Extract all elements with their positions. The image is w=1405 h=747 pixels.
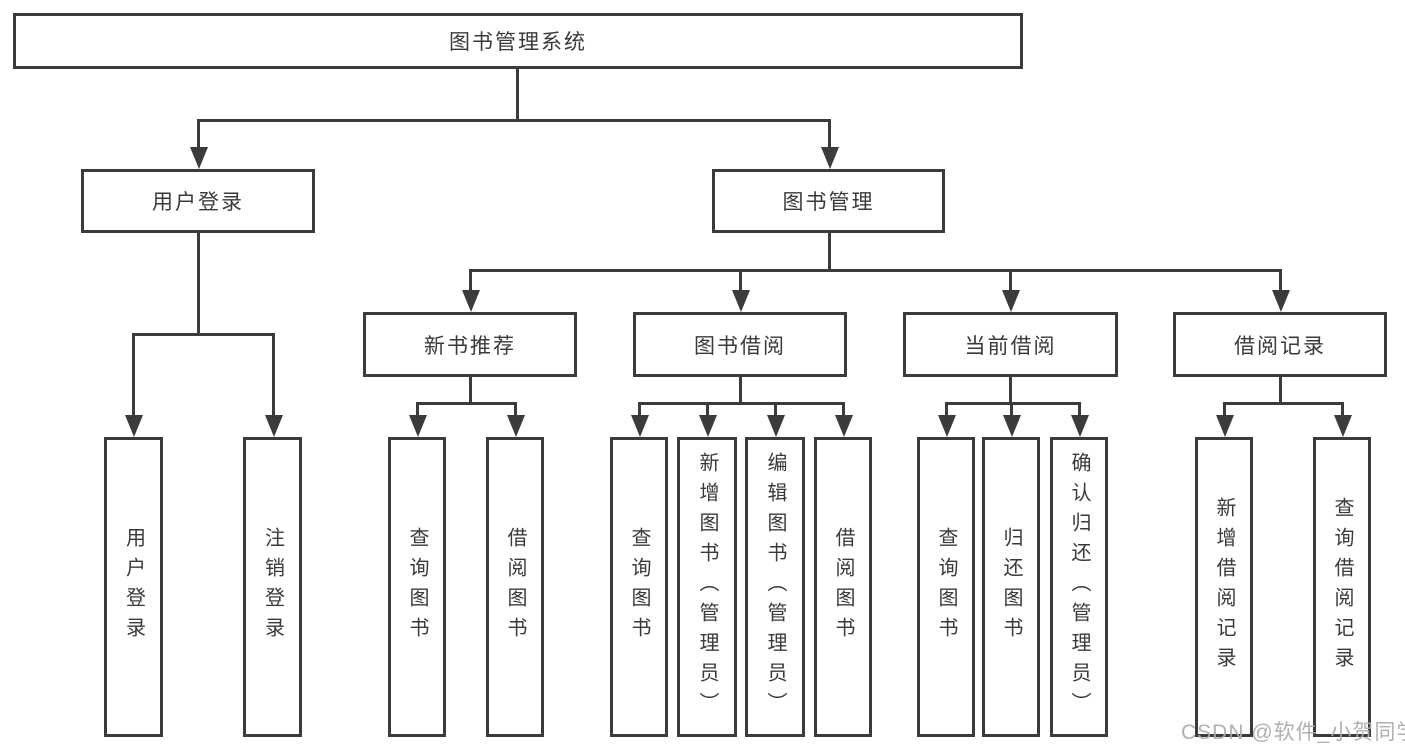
- leaf-label: 借阅图书: [832, 527, 854, 647]
- connector-line: [828, 119, 831, 149]
- connector-line: [469, 269, 1282, 272]
- arrow-down-icon: [507, 415, 525, 437]
- leaf-label: 用户登录: [122, 527, 145, 647]
- leaf-label: 注销登录: [261, 527, 284, 647]
- connector-line: [416, 402, 419, 417]
- connector-line: [1341, 402, 1344, 417]
- leaf-label: 借阅图书: [504, 527, 526, 647]
- node-label: 借阅记录: [1234, 334, 1326, 358]
- connector-line: [469, 269, 472, 292]
- leaf-label: 查询借阅记录: [1331, 497, 1353, 677]
- connector-line: [416, 402, 517, 405]
- leaf-borrow-books-recommend: 借阅图书: [486, 437, 544, 737]
- node-library-management-system: 图书管理系统: [13, 13, 1023, 69]
- node-book-management: 图书管理: [712, 169, 945, 233]
- leaf-query-borrow-record: 查询借阅记录: [1313, 437, 1371, 737]
- node-borrowing-records: 借阅记录: [1173, 312, 1387, 377]
- connector-line: [945, 402, 948, 417]
- arrow-down-icon: [1216, 415, 1234, 437]
- connector-line: [197, 119, 831, 122]
- arrow-down-icon: [1272, 290, 1290, 312]
- node-label: 图书管理系统: [449, 31, 587, 54]
- connector-line: [1223, 402, 1226, 417]
- leaf-edit-books-admin: 编辑图书（管理员）: [745, 437, 805, 737]
- leaf-label: 新增借阅记录: [1213, 497, 1235, 677]
- connector-line: [132, 333, 275, 336]
- arrow-down-icon: [1003, 415, 1021, 437]
- arrow-down-icon: [821, 147, 839, 169]
- arrow-down-icon: [835, 415, 853, 437]
- arrow-down-icon: [1334, 415, 1352, 437]
- connector-line: [132, 333, 135, 417]
- arrow-down-icon: [767, 415, 785, 437]
- connector-line: [1279, 377, 1282, 405]
- node-label: 用户登录: [152, 191, 244, 214]
- connector-line: [1078, 402, 1081, 417]
- connector-line: [739, 269, 742, 292]
- connector-line: [638, 402, 641, 417]
- arrow-down-icon: [125, 415, 143, 437]
- connector-line: [197, 119, 200, 149]
- arrow-down-icon: [938, 415, 956, 437]
- connector-line: [1009, 377, 1012, 405]
- leaf-confirm-return-admin: 确认归还（管理员）: [1050, 437, 1108, 737]
- connector-line: [828, 233, 831, 272]
- leaf-query-books-recommend: 查询图书: [388, 437, 446, 737]
- connector-line: [1009, 269, 1012, 292]
- connector-line: [774, 402, 777, 417]
- connector-line: [1010, 402, 1013, 417]
- arrow-down-icon: [699, 415, 717, 437]
- node-new-book-recommend: 新书推荐: [363, 312, 577, 377]
- node-label: 新书推荐: [424, 334, 516, 358]
- connector-line: [739, 377, 742, 405]
- leaf-label: 查询图书: [935, 527, 957, 647]
- leaf-label: 查询图书: [628, 527, 650, 647]
- arrow-down-icon: [1071, 415, 1089, 437]
- leaf-query-books-borrowing: 查询图书: [610, 437, 668, 737]
- connector-line: [516, 69, 519, 121]
- arrow-down-icon: [265, 415, 283, 437]
- node-label: 图书借阅: [694, 334, 786, 358]
- arrow-down-icon: [190, 147, 208, 169]
- connector-line: [197, 233, 200, 335]
- connector-line: [469, 377, 472, 405]
- node-book-borrowing: 图书借阅: [633, 312, 847, 377]
- leaf-borrow-books-borrowing: 借阅图书: [814, 437, 872, 737]
- node-current-borrowing: 当前借阅: [903, 312, 1118, 377]
- watermark: CSDN @软件_小贺同学: [1181, 721, 1405, 744]
- leaf-user-login: 用户登录: [104, 437, 163, 737]
- leaf-label: 确认归还（管理员）: [1068, 452, 1090, 722]
- connector-line: [842, 402, 845, 417]
- leaf-add-books-admin: 新增图书（管理员）: [677, 437, 737, 737]
- arrow-down-icon: [1002, 290, 1020, 312]
- node-label: 当前借阅: [964, 334, 1057, 358]
- arrow-down-icon: [732, 290, 750, 312]
- leaf-add-borrow-record: 新增借阅记录: [1195, 437, 1253, 737]
- connector-line: [514, 402, 517, 417]
- arrow-down-icon: [409, 415, 427, 437]
- leaf-label: 编辑图书（管理员）: [764, 452, 786, 722]
- connector-line: [1223, 402, 1344, 405]
- node-user-login: 用户登录: [81, 169, 315, 233]
- connector-line: [706, 402, 709, 417]
- leaf-label: 归还图书: [1000, 527, 1022, 647]
- node-label: 图书管理: [782, 191, 875, 214]
- connector-line: [945, 402, 1081, 405]
- leaf-return-books: 归还图书: [982, 437, 1040, 737]
- arrow-down-icon: [462, 290, 480, 312]
- leaf-label: 查询图书: [406, 527, 428, 647]
- connector-line: [638, 402, 845, 405]
- arrow-down-icon: [631, 415, 649, 437]
- connector-line: [1279, 269, 1282, 292]
- connector-line: [272, 333, 275, 417]
- leaf-logout-login: 注销登录: [243, 437, 302, 737]
- leaf-query-books-current: 查询图书: [917, 437, 975, 737]
- leaf-label: 新增图书（管理员）: [696, 452, 718, 722]
